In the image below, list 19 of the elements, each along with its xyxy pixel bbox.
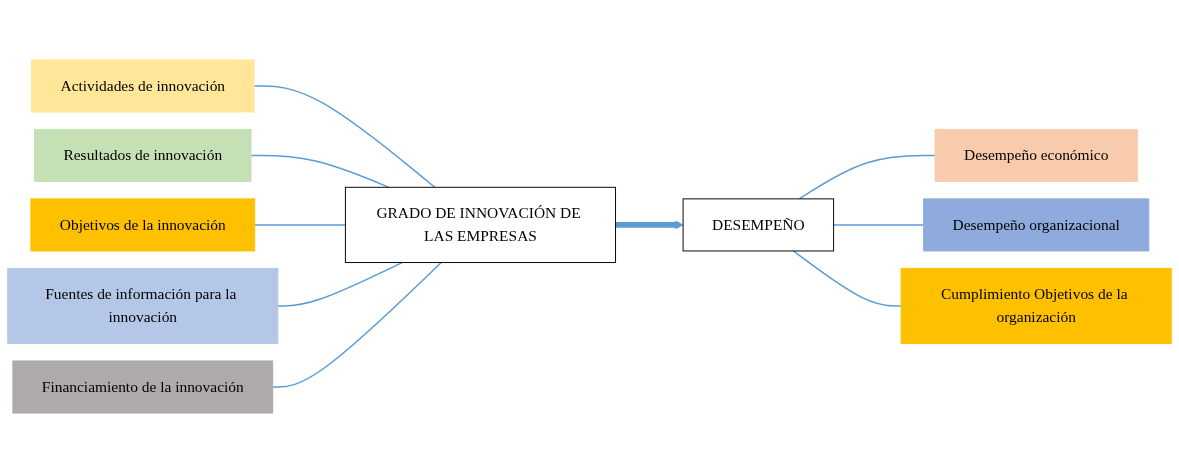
- node-box: Desempeño organizacional: [923, 198, 1150, 252]
- connector: [253, 85, 436, 189]
- node-box: Fuentes de información para la innovación: [7, 267, 279, 345]
- connector: [271, 261, 442, 388]
- connector: [253, 224, 347, 226]
- connector: [792, 250, 902, 307]
- connector: [798, 154, 936, 200]
- node-box: Actividades de innovación: [31, 59, 255, 113]
- node-box: Financiamiento de la innovación: [12, 360, 274, 414]
- connector: [250, 154, 390, 189]
- connector: [832, 224, 925, 226]
- node-box: Objetivos de la innovación: [30, 198, 256, 252]
- node-box: GRADO DE INNOVACIÓN DE LAS EMPRESAS: [344, 186, 616, 264]
- node-box: Cumplimiento Objetivos de la organización: [900, 267, 1172, 345]
- node-box: Resultados de innovación: [34, 128, 252, 182]
- node-box: Desempeño económico: [934, 128, 1138, 182]
- arrow: [615, 220, 684, 230]
- connector: [277, 261, 403, 307]
- node-box: DESEMPEÑO: [682, 198, 835, 252]
